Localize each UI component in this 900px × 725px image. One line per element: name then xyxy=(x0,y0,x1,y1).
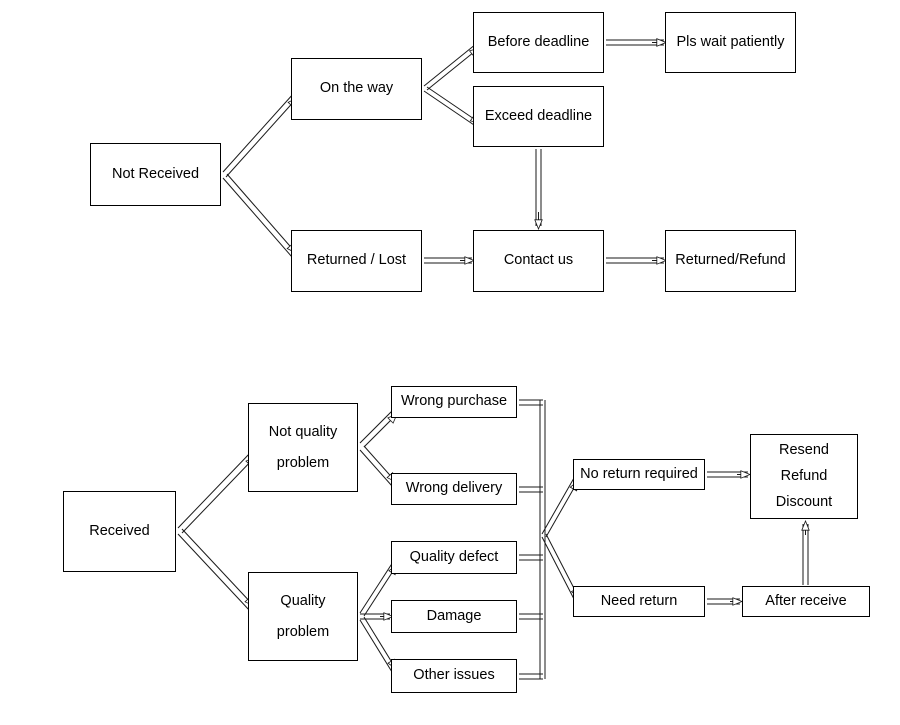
node-returned-refund[interactable]: Returned/Refund xyxy=(665,230,796,292)
node-other-issues[interactable]: Other issues xyxy=(391,659,517,693)
node-label: Damage xyxy=(426,607,482,624)
edge-contactus-returnedrefund xyxy=(606,258,666,263)
node-label: After receive xyxy=(765,592,847,609)
node-label-line-2: problem xyxy=(276,623,330,640)
node-label-line-2: problem xyxy=(276,454,330,471)
edge-needreturn-afterreceive xyxy=(707,599,742,604)
node-before-deadline[interactable]: Before deadline xyxy=(473,12,604,73)
edge-notreceived-ontheway xyxy=(222,92,297,178)
edge-received-notqualityproblem xyxy=(177,451,255,534)
edge-ontheway-exceeddeadline xyxy=(423,86,480,128)
edge-received-qualityproblem xyxy=(177,528,254,612)
node-quality-problem[interactable]: Quality problem xyxy=(248,572,358,661)
node-label: On the way xyxy=(319,80,394,97)
node-returned-lost[interactable]: Returned / Lost xyxy=(291,230,422,292)
node-need-return[interactable]: Need return xyxy=(573,586,705,617)
node-after-receive[interactable]: After receive xyxy=(742,586,870,617)
edge-damage-bus xyxy=(519,613,543,620)
node-quality-defect[interactable]: Quality defect xyxy=(391,541,517,574)
node-label: Not Received xyxy=(111,165,200,182)
node-received[interactable]: Received xyxy=(63,491,176,572)
node-label: Need return xyxy=(600,592,678,609)
node-on-the-way[interactable]: On the way xyxy=(291,58,422,120)
node-label: Exceed deadline xyxy=(484,107,593,124)
node-label: Wrong delivery xyxy=(405,480,503,497)
node-label: Returned/Refund xyxy=(675,252,786,269)
node-label: No return required xyxy=(580,465,698,482)
node-exceed-deadline[interactable]: Exceed deadline xyxy=(473,86,604,147)
node-label: Quality defect xyxy=(409,548,499,565)
edge-wrongpurchase-bus xyxy=(519,399,543,406)
node-resolution-options[interactable]: Resend Refund Discount xyxy=(750,434,858,519)
node-label-line-1: Quality xyxy=(280,593,326,609)
node-label: Contact us xyxy=(503,252,574,269)
edge-bus-trunk xyxy=(539,400,546,679)
node-label: Wrong purchase xyxy=(400,393,508,410)
edge-noreturn-resolution xyxy=(707,472,750,477)
node-label: Pls wait patiently xyxy=(676,33,785,50)
edge-afterreceive-resolution xyxy=(803,521,808,585)
edge-otherissues-bus xyxy=(519,673,543,680)
node-damage[interactable]: Damage xyxy=(391,600,517,633)
node-label: Other issues xyxy=(413,667,495,684)
node-label-line-2: Refund xyxy=(780,467,828,484)
edge-exceeddeadline-contactus xyxy=(536,149,541,229)
edge-ontheway-beforedeadline xyxy=(423,43,479,91)
node-label: Returned / Lost xyxy=(306,252,407,269)
node-label-line-3: Discount xyxy=(775,494,833,511)
node-label-line-1: Resend xyxy=(779,441,829,458)
node-not-quality-problem[interactable]: Not quality problem xyxy=(248,403,358,492)
node-wrong-purchase[interactable]: Wrong purchase xyxy=(391,386,517,418)
edge-quality-damage xyxy=(360,614,393,619)
edge-beforedeadline-plswait xyxy=(606,40,666,45)
edge-wrongdelivery-bus xyxy=(519,486,543,493)
node-label: Received xyxy=(89,522,150,539)
edge-notreceived-returnedlost xyxy=(222,173,296,258)
node-no-return-required[interactable]: No return required xyxy=(573,459,705,490)
node-pls-wait-patiently[interactable]: Pls wait patiently xyxy=(665,12,796,73)
node-contact-us[interactable]: Contact us xyxy=(473,230,604,292)
node-label: Before deadline xyxy=(487,33,590,50)
edge-qualitydefect-bus xyxy=(519,554,543,561)
node-not-received[interactable]: Not Received xyxy=(90,143,221,206)
node-wrong-delivery[interactable]: Wrong delivery xyxy=(391,473,517,505)
node-label-line-1: Not quality xyxy=(268,424,338,440)
edge-returnedlost-contactus xyxy=(424,258,474,263)
